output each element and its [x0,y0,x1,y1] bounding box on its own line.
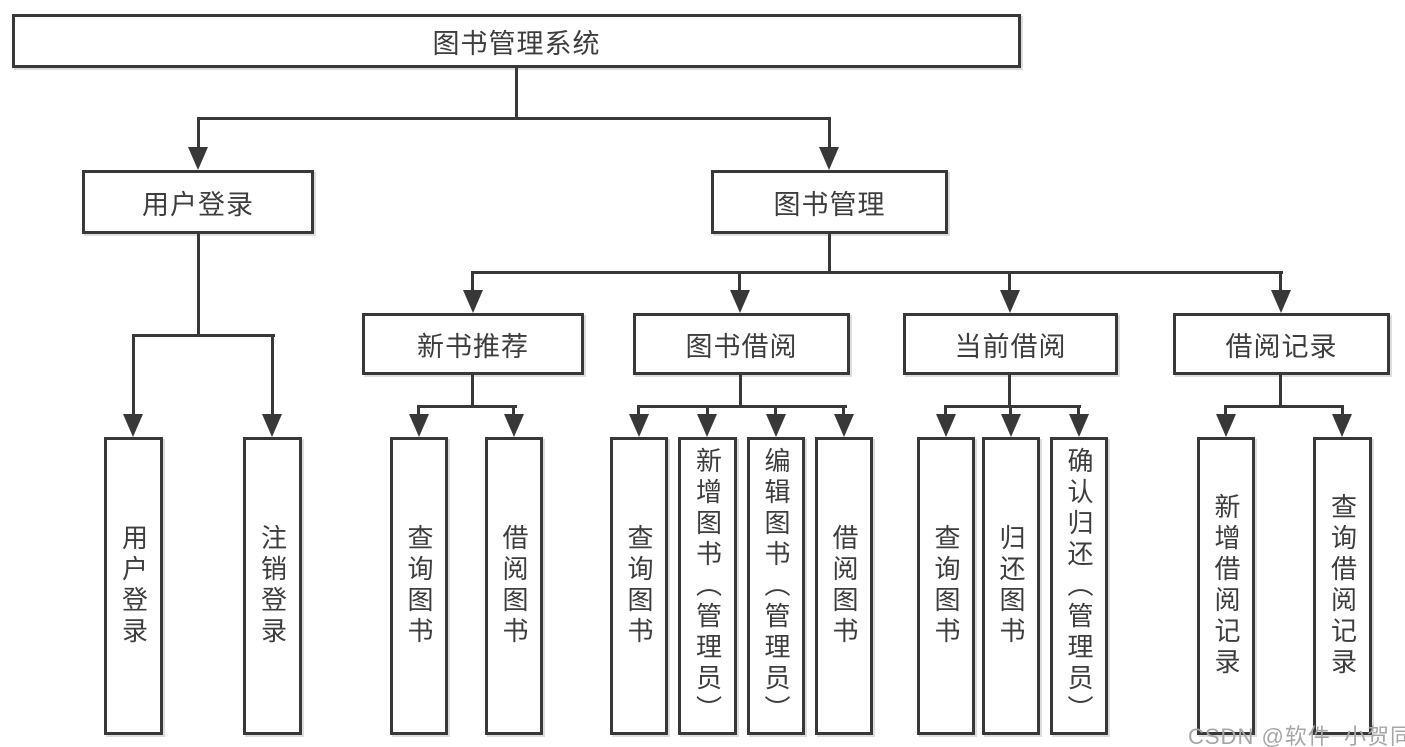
arrowhead-down-icon [1216,414,1236,437]
leaf-add-books-admin: 新增图书（管理员） [678,437,737,735]
connector-leaf [637,405,640,414]
connector-leaf [1077,405,1080,414]
arrowhead-down-icon [1001,414,1021,437]
arrowhead-down-icon [1271,290,1291,313]
arrowhead-down-icon [463,290,483,313]
arrowhead-down-icon [697,414,717,437]
leaf-borrow-books-recommend: 借阅图书 [485,437,543,735]
node-label: 借阅记录 [1225,331,1338,362]
leaf-confirm-return-admin: 确认归还（管理员） [1050,437,1108,735]
connector-to-new-book-rec [471,271,474,290]
leaf-query-books-current: 查询图书 [917,437,975,735]
leaf-label: 编辑图书（管理员） [761,446,791,726]
connector-leaf [1224,405,1227,414]
arrowhead-down-icon [1000,290,1020,313]
leaf-label: 注销登录 [257,524,288,648]
leaf-label: 确认归还（管理员） [1064,446,1094,726]
connector-current-borrow-stem [1008,375,1011,407]
connector-to-book-borrow [738,271,741,290]
connector-user-login-stem [197,234,200,337]
leaf-label: 借阅图书 [499,524,529,648]
node-label: 图书管理系统 [432,28,601,59]
connector-borrow-records-bus [1224,405,1344,408]
leaf-label: 借阅图书 [829,524,859,648]
connector-to-book-management [828,117,831,147]
leaf-query-books-recommend: 查询图书 [390,437,448,735]
watermark-text: CSDN @软件_小贺同学 [1188,724,1405,747]
connector-book-borrow-bus [637,405,847,408]
arrowhead-down-icon [834,414,854,437]
arrowhead-down-icon [123,414,143,437]
connector-book-borrow-stem [739,375,742,407]
leaf-label: 查询图书 [624,524,654,648]
connector-leaf [706,405,709,414]
connector-to-leaf-user-login [132,334,135,414]
connector-to-leaf-logout [271,334,274,414]
node-new-book-recommend: 新书推荐 [362,313,584,375]
connector-root-bus [197,117,831,120]
leaf-label: 查询图书 [931,524,961,648]
node-label: 图书管理 [773,189,886,220]
connector-book-mgmt-bus [471,271,1283,274]
leaf-label: 归还图书 [996,524,1026,648]
connector-leaf [842,405,845,414]
connector-new-book-rec-stem [471,375,474,407]
node-user-login: 用户登录 [82,170,314,234]
node-label: 图书借阅 [685,331,798,362]
leaf-label: 新增图书（管理员） [692,446,723,726]
node-label: 新书推荐 [417,331,529,362]
connector-current-borrow-bus [944,405,1081,408]
leaf-label: 查询借阅记录 [1327,493,1358,679]
connector-leaf [1341,405,1344,414]
connector-to-borrow-records [1279,271,1282,290]
arrowhead-down-icon [1069,414,1089,437]
connector-root-stem [515,68,518,118]
arrowhead-down-icon [262,414,282,437]
node-library-management-system: 图书管理系统 [12,14,1021,68]
leaf-label: 查询图书 [404,524,434,648]
arrowhead-down-icon [409,414,429,437]
leaf-query-books-borrow: 查询图书 [610,437,668,735]
connector-borrow-records-stem [1279,375,1282,407]
connector-leaf [774,405,777,414]
connector-leaf [944,405,947,414]
arrowhead-down-icon [730,290,750,313]
node-book-borrow: 图书借阅 [633,313,850,375]
arrowhead-down-icon [819,147,839,170]
connector-new-book-rec-bus [417,405,517,408]
leaf-label: 新增借阅记录 [1211,493,1241,679]
leaf-logout-login: 注销登录 [243,437,302,735]
connector-leaf [1009,405,1012,414]
connector-to-user-login [197,117,200,147]
connector-book-mgmt-stem [828,234,831,274]
leaf-add-borrow-record: 新增借阅记录 [1197,437,1255,735]
arrowhead-down-icon [188,147,208,170]
node-book-management: 图书管理 [711,170,948,234]
leaf-return-books: 归还图书 [982,437,1040,735]
leaf-edit-books-admin: 编辑图书（管理员） [747,437,805,735]
arrowhead-down-icon [1332,414,1352,437]
node-label: 当前借阅 [954,331,1067,362]
leaf-borrow-books: 借阅图书 [815,437,873,735]
leaf-label: 用户登录 [118,524,149,648]
leaf-query-borrow-record: 查询借阅记录 [1313,437,1372,735]
node-current-borrow: 当前借阅 [903,313,1118,375]
connector-leaf [417,405,420,414]
arrowhead-down-icon [766,414,786,437]
arrowhead-down-icon [504,414,524,437]
connector-leaf [512,405,515,414]
connector-to-current-borrow [1008,271,1011,290]
node-borrow-records: 借阅记录 [1173,313,1390,375]
leaf-user-login: 用户登录 [104,437,163,735]
connector-user-login-bus [132,334,275,337]
node-label: 用户登录 [142,189,254,220]
arrowhead-down-icon [936,414,956,437]
arrowhead-down-icon [629,414,649,437]
